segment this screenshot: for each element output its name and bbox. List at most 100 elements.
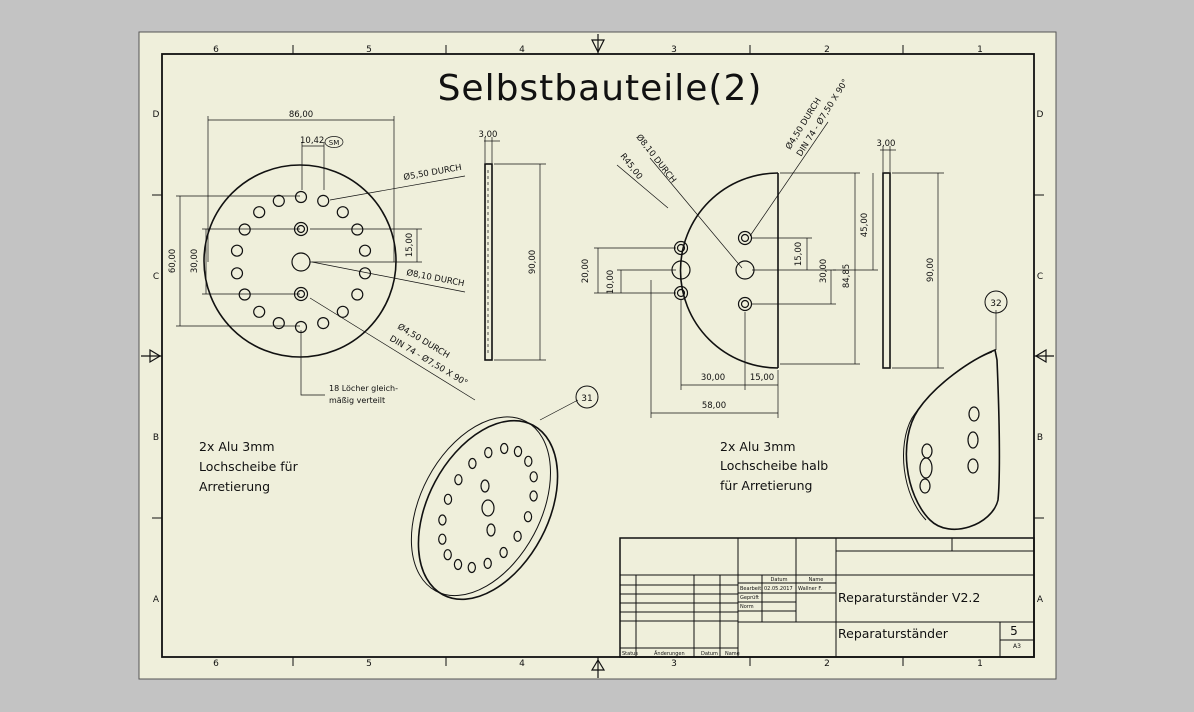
note-left-line1: 2x Alu 3mm bbox=[199, 439, 275, 454]
iso-half-disc bbox=[903, 290, 1008, 531]
zone-bottom-3: 3 bbox=[671, 659, 677, 669]
dim-20: 20,00 bbox=[581, 259, 591, 283]
perforation-hole bbox=[230, 267, 244, 280]
iso-center-hole bbox=[481, 499, 495, 517]
dim-60: 60,00 bbox=[168, 249, 178, 273]
zone-bottom-4: 4 bbox=[519, 659, 525, 669]
perforation-hole bbox=[336, 206, 349, 219]
perforation-hole bbox=[230, 244, 244, 257]
iso-perforation-hole bbox=[500, 442, 509, 455]
tb-sheet-number: 5 bbox=[1010, 624, 1018, 638]
side2-thickness: 3,00 bbox=[877, 139, 896, 149]
perforation-hole bbox=[272, 194, 285, 207]
note-holes-line2: mäßig verteilt bbox=[329, 396, 385, 405]
tb-label-aend: Änderungen bbox=[654, 650, 685, 657]
iso-perforation-hole bbox=[529, 471, 538, 483]
perforation-hole bbox=[351, 223, 364, 236]
drawing-title: Selbstbauteile(2) bbox=[438, 68, 763, 109]
zone-right-C: C bbox=[1037, 272, 1043, 282]
zone-left-C: C bbox=[153, 272, 159, 282]
note-holes-line1: 18 Löcher gleich- bbox=[329, 384, 398, 393]
side1-thickness: 3,00 bbox=[479, 130, 498, 140]
dim-30-horizontal: 30,00 bbox=[701, 373, 725, 383]
dim-pitch-10-42: 10,42 bbox=[300, 136, 324, 146]
view-half-disc-side bbox=[880, 146, 944, 369]
zone-right-D: D bbox=[1037, 110, 1044, 120]
dim-58: 58,00 bbox=[702, 401, 726, 411]
zone-top-6: 6 bbox=[213, 45, 219, 55]
iso-perforation-hole bbox=[438, 514, 447, 526]
side2-height: 90,00 bbox=[926, 258, 936, 282]
surface-symbol-label: SM bbox=[329, 139, 339, 147]
tb-label-gepr: Geprüft bbox=[740, 595, 759, 601]
zone-right-A: A bbox=[1037, 595, 1044, 605]
balloon-32: 32 bbox=[990, 299, 1001, 309]
perforation-hole bbox=[358, 244, 372, 257]
note-left-line3: Arretierung bbox=[199, 479, 270, 494]
view-half-disc-front bbox=[594, 121, 878, 418]
tb-value-name: Wallner F. bbox=[798, 586, 822, 592]
surface-symbol bbox=[324, 136, 344, 148]
iso-perforation-hole bbox=[524, 455, 533, 467]
iso-perforation-hole bbox=[499, 546, 508, 559]
iso-perforation-hole bbox=[468, 457, 477, 470]
tb-drawing-name: Reparaturständer bbox=[838, 626, 949, 641]
perforation-hole bbox=[294, 190, 308, 204]
zone-left-A: A bbox=[153, 595, 160, 605]
zone-top-4: 4 bbox=[519, 45, 525, 55]
iso-perforation-hole bbox=[443, 549, 452, 561]
tb-sheet-format: A3 bbox=[1013, 643, 1021, 650]
iso-perforation-hole bbox=[443, 493, 453, 505]
note-left-line2: Lochscheibe für bbox=[199, 459, 299, 474]
iso-perforation-hole bbox=[454, 474, 463, 486]
perforation-hole bbox=[351, 288, 364, 301]
note-right-line3: für Arretierung bbox=[720, 478, 812, 493]
tb-project: Reparaturständer V2.2 bbox=[838, 590, 980, 605]
zone-left-B: B bbox=[153, 433, 159, 443]
balloon-31: 31 bbox=[581, 394, 592, 404]
zone-top-3: 3 bbox=[671, 45, 677, 55]
paper bbox=[138, 31, 1057, 680]
dim-15: 15,00 bbox=[405, 233, 415, 257]
zone-top-2: 2 bbox=[824, 45, 830, 55]
dim-15-horizontal: 15,00 bbox=[750, 373, 774, 383]
tb-label-datum: Datum bbox=[771, 577, 788, 583]
perforation-hole bbox=[336, 305, 349, 318]
dim-84-85: 84,85 bbox=[842, 264, 852, 288]
iso-perforation-hole bbox=[483, 557, 492, 570]
view-full-disc-side bbox=[484, 137, 546, 361]
tb-label-datum2: Datum bbox=[701, 651, 718, 657]
side1-height: 90,00 bbox=[528, 250, 538, 274]
tb-label-norm: Norm bbox=[740, 604, 754, 610]
iso-perforation-hole bbox=[513, 445, 523, 458]
perforation-hole bbox=[238, 288, 251, 301]
dim-15-vertical: 15,00 bbox=[794, 242, 804, 266]
dim-width-86: 86,00 bbox=[289, 110, 313, 120]
iso-perforation-hole bbox=[484, 447, 493, 459]
iso-perforation-hole bbox=[529, 490, 538, 502]
zone-bottom-5: 5 bbox=[366, 659, 372, 669]
dim-30-vertical: 30,00 bbox=[819, 259, 829, 283]
view-full-disc-front bbox=[176, 116, 476, 401]
tb-label-name: Name bbox=[809, 577, 824, 583]
zone-right-B: B bbox=[1037, 433, 1043, 443]
perforation-hole bbox=[253, 305, 266, 318]
zone-bottom-1: 1 bbox=[977, 659, 983, 669]
zone-bottom-2: 2 bbox=[824, 659, 830, 669]
iso-perforation-hole bbox=[467, 561, 476, 574]
note-right-line2: Lochscheibe halb bbox=[720, 458, 828, 473]
tb-label-bearb: Bearbeit bbox=[740, 586, 761, 592]
iso-center-hole bbox=[486, 523, 496, 537]
note-right-line1: 2x Alu 3mm bbox=[720, 439, 796, 454]
perforation-hole bbox=[317, 194, 330, 207]
dim-45: 45,00 bbox=[860, 213, 870, 237]
iso-perforation-hole bbox=[523, 511, 533, 523]
tb-value-date: 02.05.2017 bbox=[764, 586, 793, 592]
dim-10: 10,00 bbox=[606, 270, 616, 294]
perforation-hole bbox=[253, 206, 266, 219]
iso-perforation-hole bbox=[453, 558, 463, 571]
zone-top-1: 1 bbox=[977, 45, 983, 55]
centering-marks bbox=[141, 34, 1054, 678]
perforation-hole bbox=[238, 223, 251, 236]
